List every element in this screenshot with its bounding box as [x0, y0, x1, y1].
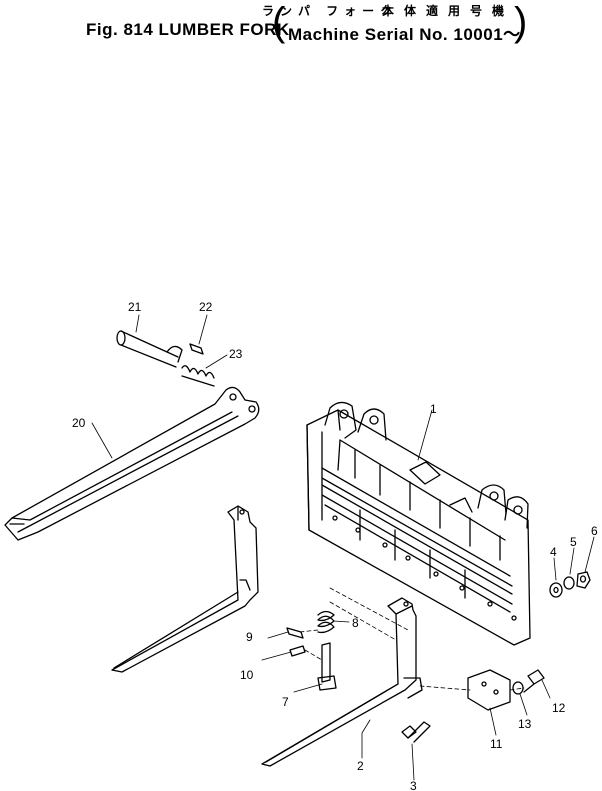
callout-22: 22 — [199, 300, 213, 314]
callout-8: 8 — [352, 616, 359, 630]
plate-washer — [512, 681, 524, 695]
callout-numbers: 1 2 3 4 5 6 7 8 9 10 11 12 13 20 21 22 2… — [72, 300, 598, 791]
title-japanese-machine: 本体適用号機 — [382, 4, 515, 18]
callout-10: 10 — [240, 668, 254, 682]
dashed-leader-lines — [299, 587, 525, 691]
stopper-spring-pin — [286, 627, 304, 639]
callout-13: 13 — [518, 717, 532, 731]
callout-6: 6 — [591, 524, 598, 538]
stopper-pin — [317, 642, 337, 691]
callout-20: 20 — [72, 416, 86, 430]
figure-title: Fig. 814 LUMBER FORK — [86, 20, 290, 39]
callout-leaders — [91, 314, 595, 781]
fork — [261, 597, 423, 767]
pin — [116, 330, 183, 368]
close-paren: ) — [514, 0, 528, 44]
callout-5: 5 — [570, 535, 577, 549]
title-japanese-part: ランパ フォーク — [262, 4, 399, 18]
stopper-washer — [289, 645, 306, 657]
plate-bolt — [523, 669, 545, 693]
fork-carriage-frame — [306, 401, 531, 646]
open-paren: ( — [272, 0, 286, 44]
callout-7: 7 — [282, 695, 289, 709]
callout-23: 23 — [229, 347, 243, 361]
bolt — [401, 721, 431, 743]
stopper-spring — [317, 610, 335, 634]
callout-1: 1 — [430, 402, 437, 416]
fork-left — [111, 505, 259, 673]
spring-pin — [189, 343, 204, 355]
plate — [467, 669, 511, 711]
callout-12: 12 — [552, 701, 566, 715]
lumber-fork-arm — [4, 386, 260, 541]
callout-9: 9 — [246, 630, 253, 644]
machine-serial: Machine Serial No. 10001～ — [288, 25, 521, 44]
callout-2: 2 — [357, 759, 364, 773]
callout-11: 11 — [490, 737, 503, 751]
callout-21: 21 — [128, 300, 142, 314]
callout-3: 3 — [410, 779, 417, 791]
washer-nut-set — [549, 571, 591, 598]
title-block: ランパ フォーク 本体適用号機 Fig. 814 LUMBER FORK ( M… — [0, 0, 602, 52]
callout-4: 4 — [550, 545, 557, 559]
spring — [181, 365, 215, 387]
